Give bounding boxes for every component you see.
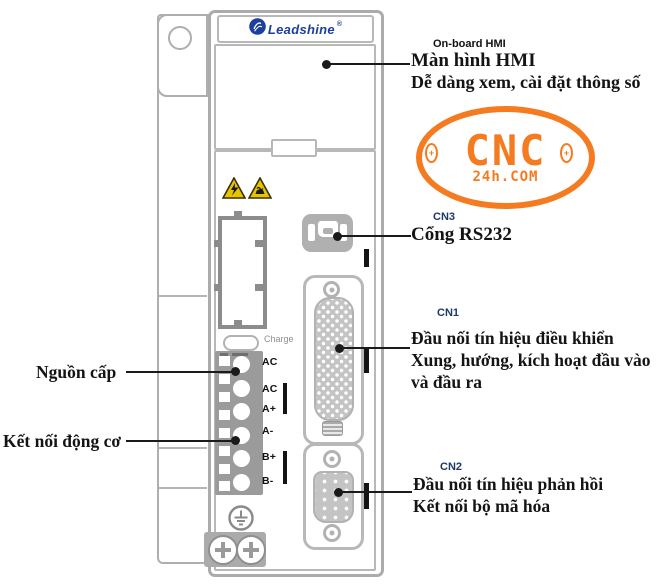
charge-label: Charge	[264, 334, 294, 344]
vent-tab	[214, 284, 222, 291]
terminal-label-a-minus: A-	[262, 425, 274, 437]
vent-tab	[255, 284, 263, 291]
cn3-callout-line	[340, 235, 411, 237]
terminal-group-bar	[283, 383, 287, 414]
cn3-tag: CN3	[433, 211, 456, 223]
power-supply-label: Nguồn cấp	[36, 362, 117, 382]
power-callout-line	[126, 371, 234, 373]
mounting-hole	[168, 26, 192, 50]
cn2-tag: CN2	[440, 461, 463, 473]
earth-ground-icon	[226, 503, 256, 538]
cn2-desc-line1: Đầu nối tín hiệu phản hồi	[413, 474, 604, 494]
hmi-title: Màn hình HMI	[411, 50, 536, 71]
cn1-bottom-screw	[322, 421, 343, 436]
cn3-desc: Cổng RS232	[411, 224, 512, 245]
screw-icon	[208, 535, 238, 565]
mounting-plate	[157, 14, 211, 564]
hmi-panel-tab	[271, 139, 317, 157]
hmi-tag: On-board HMI	[433, 38, 506, 50]
terminal-block	[215, 351, 263, 495]
cnc24h-logo: CNC 24h.COM	[416, 106, 595, 209]
cn2-top-screw	[323, 450, 341, 468]
cn3-callout-dot	[333, 232, 342, 241]
motor-callout-line	[126, 440, 234, 442]
leadshine-logo-icon	[249, 18, 266, 40]
vent-window	[218, 216, 267, 329]
edge-tick	[364, 483, 369, 509]
vent-tab	[214, 240, 222, 247]
vent-tab	[234, 320, 242, 327]
cn2-callout-dot	[334, 488, 343, 497]
cnc-logo-subtitle: 24h.COM	[472, 168, 539, 185]
hmi-desc: Dễ dàng xem, cài đặt thông số	[411, 72, 641, 92]
terminal-label-ac2: AC	[262, 383, 278, 395]
motor-callout-dot	[231, 436, 240, 445]
hmi-panel	[214, 44, 376, 150]
terminal-label-b-plus: B+	[262, 451, 277, 463]
cnc-logo-title: CNC	[464, 125, 547, 175]
cnc-logo-bolt-icon: +	[425, 143, 438, 163]
cn1-callout-line	[342, 347, 410, 349]
hot-surface-warning-icon	[247, 176, 273, 204]
brand-header: Leadshine ®	[217, 15, 374, 43]
cn3-rs232-port	[302, 214, 353, 252]
electric-warning-icon	[221, 176, 247, 204]
cn2-pin-field	[313, 471, 354, 523]
cn2-bottom-screw	[323, 524, 341, 542]
terminal-label-b-minus: B-	[262, 475, 274, 487]
cn1-desc-line1: Đầu nối tín hiệu điều khiển	[411, 328, 614, 348]
edge-tick	[364, 347, 369, 373]
plate-seam	[159, 447, 207, 449]
cn1-pin-field	[314, 297, 354, 421]
cn2-callout-line	[341, 491, 412, 493]
power-callout-dot	[231, 367, 240, 376]
cn1-desc-line2: Xung, hướng, kích hoạt đầu vào	[411, 350, 651, 370]
cn2-desc-line2: Kết nối bộ mã hóa	[413, 496, 551, 516]
vent-tab	[234, 211, 242, 218]
screw-icon	[236, 535, 266, 565]
bottom-screw-bracket	[204, 532, 266, 567]
plate-seam	[159, 487, 207, 489]
brand-name: Leadshine	[267, 21, 335, 37]
terminal-group-bar	[283, 451, 287, 484]
motor-connection-label: Kết nối động cơ	[3, 431, 122, 451]
hmi-callout-dot	[322, 60, 331, 69]
cn1-top-screw	[323, 281, 340, 298]
cn1-desc-line3: và đầu ra	[411, 372, 482, 392]
vent-tab	[255, 240, 263, 247]
charge-led	[223, 335, 259, 351]
edge-tick	[364, 249, 369, 267]
plate-seam	[159, 295, 207, 297]
terminal-label-ac1: AC	[262, 356, 278, 368]
cnc-logo-bolt-icon: +	[560, 143, 573, 163]
cn1-callout-dot	[335, 344, 344, 353]
hmi-callout-line	[329, 63, 410, 65]
registered-mark: ®	[336, 20, 343, 28]
terminal-label-a-plus: A+	[262, 403, 277, 415]
cn1-tag: CN1	[437, 307, 460, 319]
